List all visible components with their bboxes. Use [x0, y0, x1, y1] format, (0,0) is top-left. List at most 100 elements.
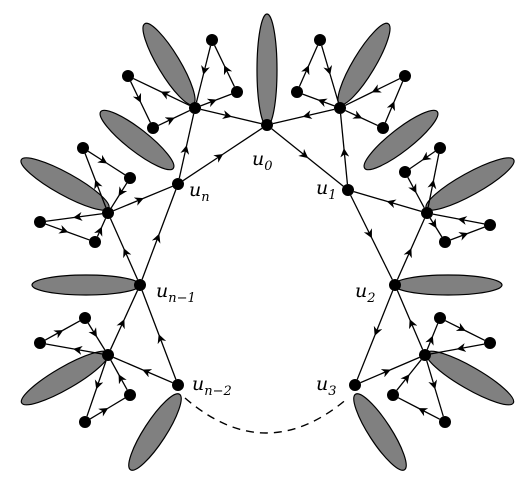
node-e4 — [124, 389, 136, 401]
node-b2 — [314, 34, 326, 46]
node-d5 — [439, 236, 451, 248]
node-e2 — [34, 337, 46, 349]
edge-c1-c2-head — [94, 179, 107, 208]
edge-u1-u2-tail — [370, 237, 393, 280]
node-f1 — [419, 349, 431, 361]
edge-u2-u3-head — [373, 290, 394, 336]
edge-c2-c3-tail — [106, 162, 126, 176]
edge-un-a1-tail — [185, 113, 195, 147]
edge-e1-e5-head — [94, 360, 107, 390]
edge-d1-u1-tail — [353, 191, 388, 203]
edge-a2-a3-tail — [139, 101, 151, 123]
edge-a3-a1-tail — [173, 109, 190, 119]
node-c4 — [34, 216, 46, 228]
edge-un1-c1-head — [123, 248, 139, 280]
edge-b5-b4-head — [384, 101, 395, 123]
label-un-2: un−2 — [192, 373, 232, 399]
edge-b1-u0-tail — [272, 115, 304, 125]
edge-e1-un1-tail — [123, 290, 139, 321]
edge-f5-f4-head — [418, 407, 440, 420]
edge-c4-c5-head — [45, 223, 69, 234]
edge-a1-u0-head — [200, 108, 232, 120]
label-u3: u3 — [316, 373, 337, 399]
edge-c1-c4-tail — [45, 216, 75, 222]
edge-d4-d1-tail — [432, 213, 459, 220]
edge-u0-u1-tail — [307, 156, 344, 187]
node-b5 — [377, 122, 389, 134]
edge-d1-d5-tail — [435, 227, 443, 238]
edge-f2-f3-head — [445, 320, 466, 332]
edge-un1-un-tail — [158, 189, 177, 235]
node-f2 — [434, 312, 446, 324]
label-u1: u1 — [316, 177, 337, 203]
edge-f1-f2-head — [425, 335, 434, 350]
edge-f1-f2-tail — [431, 323, 439, 337]
node-un2 — [172, 379, 184, 391]
edge-e1-e5-tail — [86, 388, 98, 417]
edge-b1-b3-head — [317, 98, 335, 108]
edge-b4-b1-tail — [345, 91, 373, 106]
edge-c3-c1-head — [118, 182, 128, 197]
edge-un-a1-head — [178, 145, 190, 179]
edge-a1-a2-head — [160, 91, 190, 107]
petal-3 — [99, 109, 175, 171]
node-c2 — [77, 142, 89, 154]
edge-b3-b2-head — [298, 65, 310, 87]
edge-u1-b1-tail — [339, 113, 345, 150]
petal-12 — [353, 393, 407, 471]
edge-f3-f1-tail — [430, 348, 458, 355]
node-a3 — [147, 122, 159, 134]
edge-d5-d4-head — [450, 232, 469, 241]
labels-layer: u0 u1 u2 u3 un un−1 un−2 — [156, 148, 376, 399]
edge-e5-e4-tail — [107, 397, 126, 410]
edge-c5-c1-tail — [100, 218, 107, 228]
node-b4 — [399, 70, 411, 82]
edge-b2-b1-tail — [329, 73, 339, 103]
edge-e1-un1-head — [109, 319, 125, 350]
edge-un-u0-tail — [222, 127, 263, 156]
node-d2 — [399, 166, 411, 178]
dashed-edge-un2-u3 — [184, 397, 349, 434]
edge-b1-b5-head — [345, 109, 363, 119]
edge-d3-d2-head — [421, 150, 436, 161]
node-b1 — [334, 102, 346, 114]
petal-7 — [31, 274, 141, 296]
edge-d1-u1-head — [386, 199, 422, 212]
edge-un1-c1-tail — [109, 218, 125, 250]
label-un-1: un−1 — [156, 280, 196, 306]
edge-e5-e4-head — [89, 407, 109, 420]
edge-u3-f1-head — [360, 369, 391, 384]
label-u0: u0 — [252, 148, 273, 174]
edge-e1-e2-tail — [45, 343, 75, 350]
node-e5 — [79, 416, 91, 428]
edge-un2-un1-tail — [141, 290, 160, 336]
edge-u2-u3-tail — [356, 334, 376, 380]
edge-f4-f1-head — [396, 374, 410, 391]
node-f5 — [439, 416, 451, 428]
edge-c3-c1-tail — [110, 195, 120, 209]
edge-d2-d1-tail — [415, 192, 425, 209]
edge-c1-c2-tail — [84, 153, 97, 181]
edge-f1-f5-head — [426, 360, 437, 390]
node-a1 — [189, 102, 201, 114]
node-u1 — [342, 184, 354, 196]
edge-d1-d3-head — [427, 179, 437, 208]
edge-e2-e3-head — [44, 329, 64, 341]
petal-10 — [425, 350, 515, 406]
edge-u1-u2-head — [350, 195, 373, 239]
node-c3 — [124, 172, 136, 184]
edge-un2-e1-head — [142, 369, 173, 384]
node-e3 — [79, 312, 91, 324]
edge-un2-e1-tail — [113, 356, 144, 371]
petal-6 — [425, 157, 515, 211]
node-d4 — [484, 219, 496, 231]
edge-b4-b1-head — [371, 78, 400, 93]
node-u0 — [261, 119, 273, 131]
node-b3 — [291, 86, 303, 98]
edge-c4-c5-tail — [67, 231, 90, 241]
edge-c1-c4-head — [73, 211, 103, 221]
edge-e3-e1-tail — [95, 336, 106, 351]
node-un1 — [134, 279, 146, 291]
edge-a1-a5-head — [200, 98, 217, 108]
node-f3 — [484, 337, 496, 349]
